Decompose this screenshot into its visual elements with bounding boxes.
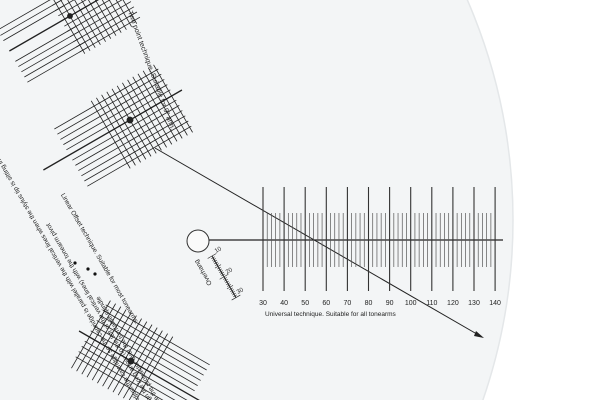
overhang-scale [207, 253, 241, 301]
main-scale-labels: 30 40 50 60 70 80 90 100 110 120 130 140 [259, 300, 501, 307]
overhang-label-30: 30 [236, 287, 245, 296]
main-scale [262, 187, 496, 291]
scale-label: 40 [280, 300, 288, 307]
scale-label: 30 [259, 300, 267, 307]
scale-label: 110 [426, 300, 437, 307]
scale-label: 70 [344, 300, 352, 307]
scale-label: 60 [322, 300, 330, 307]
alignment-grid-top [0, 0, 141, 83]
overhang-label-20: 20 [225, 267, 234, 276]
spindle-hole [186, 229, 210, 253]
alignment-grid-bottom [71, 300, 218, 400]
scale-label: 80 [365, 300, 373, 307]
scale-label: 90 [386, 300, 394, 307]
main-scale-caption: Universal technique. Suitable for all to… [265, 311, 397, 318]
scale-label: 140 [489, 300, 501, 307]
protractor-disc [0, 0, 514, 400]
overhang-label-10: 10 [214, 246, 223, 255]
scale-label: 50 [301, 300, 309, 307]
scale-label: 130 [468, 300, 480, 307]
scale-label: 120 [447, 300, 459, 307]
scale-label: 100 [405, 300, 417, 307]
alignment-grid-middle [43, 64, 193, 187]
tonearm-pivot-arrow [154, 147, 484, 338]
